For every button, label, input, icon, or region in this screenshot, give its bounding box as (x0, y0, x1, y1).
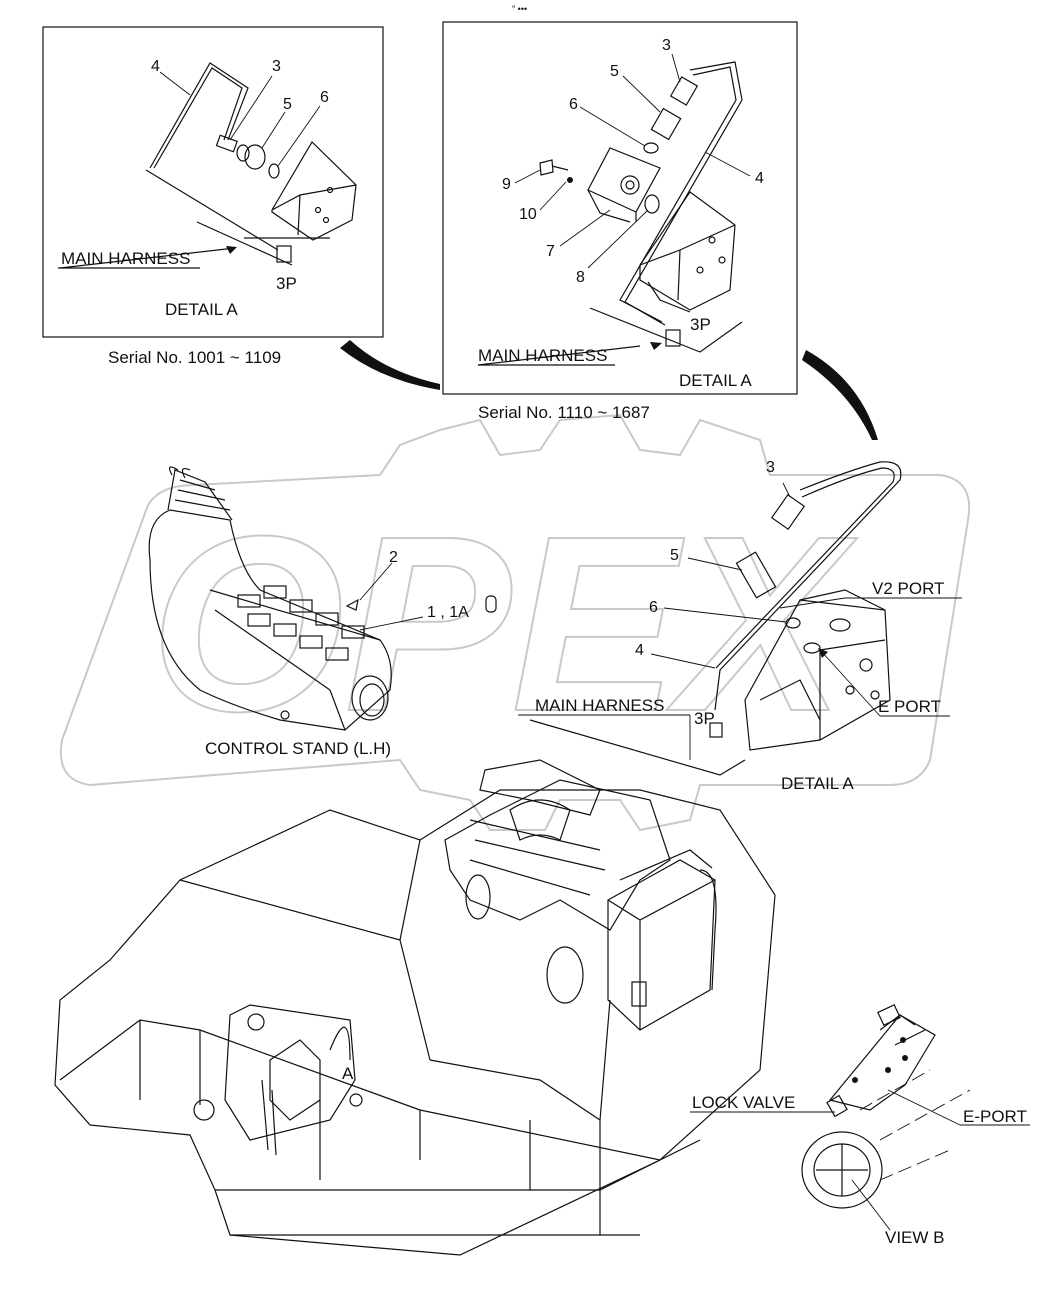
view-b-title: VIEW B (885, 1228, 945, 1247)
left-serial: Serial No. 1001 ~ 1109 (108, 348, 281, 367)
right-3p: 3P (690, 315, 711, 334)
right-part-4: 4 (755, 170, 764, 187)
main-detail-title: DETAIL A (781, 774, 854, 793)
control-stand: 2 1 , 1A CONTROL STAND (L.H) (148, 466, 497, 758)
main-part-6: 6 (649, 599, 658, 616)
right-detail-title: DETAIL A (679, 371, 752, 390)
left-part-3: 3 (272, 58, 281, 75)
left-part-6: 6 (320, 89, 329, 106)
main-3p: 3P (694, 709, 715, 728)
left-3p: 3P (276, 274, 297, 293)
control-stand-title: CONTROL STAND (L.H) (205, 739, 391, 758)
right-serial: Serial No. 1110 ~ 1687 (478, 403, 650, 422)
lock-valve-label: LOCK VALVE (692, 1093, 795, 1112)
right-part-9: 9 (502, 176, 511, 193)
main-e-port: E PORT (878, 697, 941, 716)
watermark-text: OPEX (150, 484, 858, 763)
right-part-8: 8 (576, 269, 585, 286)
detail-box-left: 4 3 5 6 MAIN HARNESS 3P DETAIL A (42, 26, 384, 338)
top-mark: ″ ••• (512, 4, 527, 14)
watermark: OPEX (59, 413, 971, 832)
main-v2-port: V2 PORT (872, 579, 944, 598)
right-part-5: 5 (610, 63, 619, 80)
detail-box-right: 3 5 6 4 9 10 7 8 MAIN HARNESS 3P DETAIL … (442, 21, 798, 395)
main-part-4: 4 (635, 642, 644, 659)
left-detail-title: DETAIL A (165, 300, 238, 319)
right-main-harness: MAIN HARNESS (478, 346, 607, 365)
left-part-4: 4 (151, 58, 160, 75)
control-part-1: 1 , 1A (427, 604, 469, 621)
right-part-10: 10 (519, 206, 537, 223)
arrow-left (340, 340, 440, 390)
view-b: LOCK VALVE E-PORT VIEW B (690, 1004, 1030, 1247)
detail-main: 3 5 6 4 V2 PORT E PORT MAIN HARNESS 3P D… (518, 459, 962, 793)
right-part-6: 6 (569, 96, 578, 113)
control-part-2: 2 (389, 549, 398, 566)
left-part-5: 5 (283, 96, 292, 113)
main-part-3: 3 (766, 459, 775, 476)
switch-panel (237, 585, 365, 661)
left-main-harness: MAIN HARNESS (61, 249, 190, 268)
right-part-7: 7 (546, 243, 555, 260)
main-part-5: 5 (670, 547, 679, 564)
ref-a: A (342, 1064, 354, 1083)
view-b-e-port: E-PORT (963, 1107, 1027, 1126)
right-part-3: 3 (662, 37, 671, 54)
arrow-right (802, 350, 878, 440)
main-harness: MAIN HARNESS (535, 696, 664, 715)
machine-upper-structure: A (54, 759, 776, 1256)
